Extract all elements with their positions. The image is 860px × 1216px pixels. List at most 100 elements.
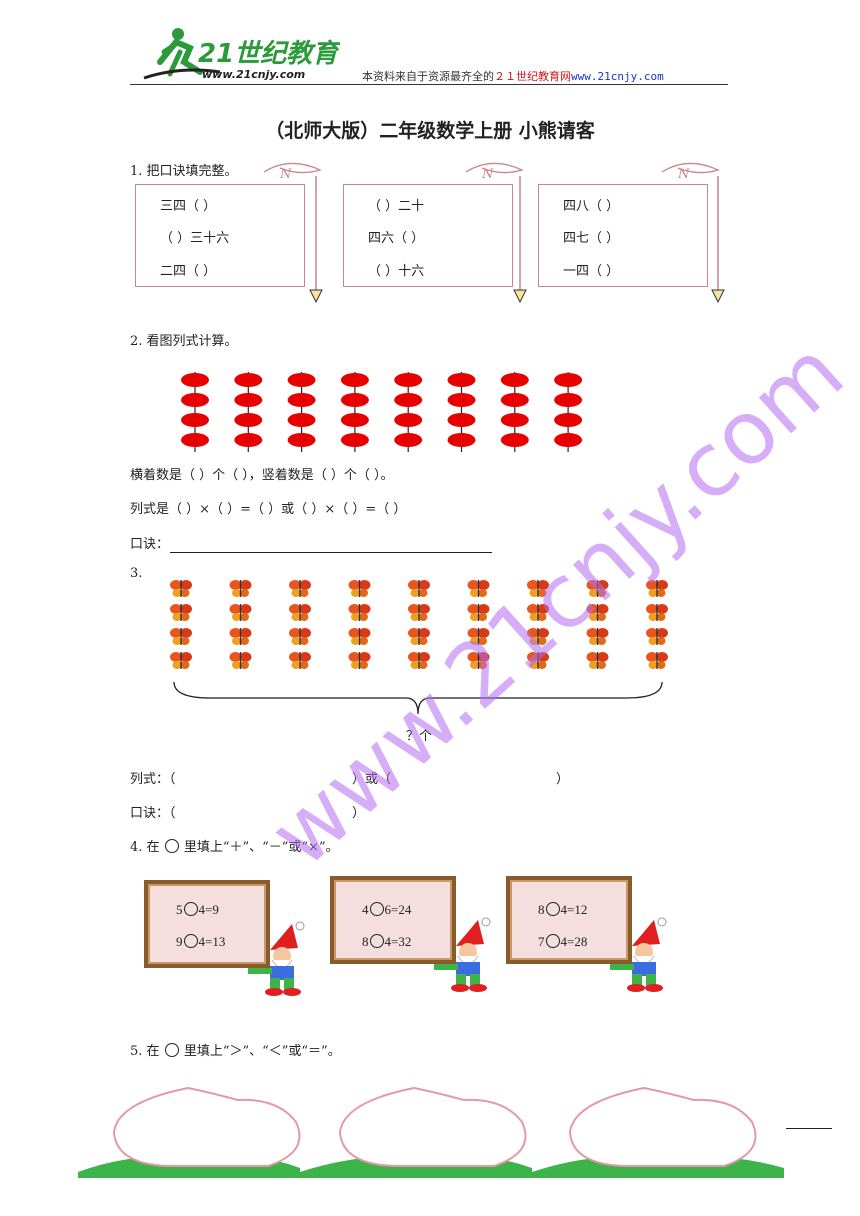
q5-label-a: 5. 在	[130, 1044, 160, 1059]
bead	[287, 373, 316, 387]
bead	[447, 413, 476, 427]
peach-1	[78, 1086, 301, 1178]
bead	[394, 373, 423, 387]
butterfly-icon	[527, 580, 549, 597]
q3-formula-close: ）	[556, 772, 570, 787]
answer-circle[interactable]	[183, 934, 198, 948]
bead	[340, 413, 369, 427]
answer-circle[interactable]	[545, 902, 560, 916]
bead	[287, 413, 316, 427]
q1-label: 1. 把口诀填完整。	[130, 164, 238, 179]
butterfly-icon	[229, 604, 252, 621]
butterfly-icon	[586, 628, 609, 645]
circle-icon	[164, 839, 179, 853]
q2-line1: 横着数是（ ）个（ ），竖着数是（ ）个（ ）。	[130, 468, 394, 483]
butterfly-icon	[289, 628, 311, 645]
bead	[394, 393, 423, 407]
bead	[447, 393, 476, 407]
butterfly-icon	[170, 652, 192, 669]
note-box-1: 三四（ ） （ ）三十六 二四（ ）	[135, 184, 305, 287]
circle-icon	[164, 1043, 179, 1057]
logo-url: www.21cnjy.com	[202, 68, 305, 81]
butterfly-icon	[170, 604, 192, 621]
answer-circle[interactable]	[545, 934, 560, 948]
logo-text: 21世纪教育	[198, 39, 340, 69]
q3-label: 3.	[130, 566, 143, 581]
gnome-icon	[434, 917, 491, 992]
svg-text:N: N	[677, 167, 690, 182]
butterfly-icon	[348, 580, 371, 597]
bead	[500, 413, 529, 427]
page-title: （北师大版）二年级数学上册 小熊请客	[265, 120, 595, 142]
note-line: （ ）十六	[368, 264, 425, 279]
butterfly-icon	[170, 580, 192, 597]
header-divider	[130, 84, 728, 85]
bead	[500, 373, 529, 387]
butterfly-icon	[467, 580, 490, 597]
butterfly-icon	[408, 580, 430, 597]
note-line: 一四（ ）	[563, 264, 620, 279]
butterfly-icon	[467, 604, 490, 621]
note-box-3: 四八（ ） 四七（ ） 一四（ ）	[538, 184, 708, 287]
bead	[181, 413, 209, 427]
butterfly-icon	[229, 580, 252, 597]
bead	[500, 433, 529, 447]
butterfly-icon	[289, 580, 311, 597]
bead	[394, 413, 423, 427]
bead	[554, 433, 583, 447]
source-site-link[interactable]: ２１世纪教育网	[494, 70, 571, 83]
butterfly-icon	[586, 580, 609, 597]
q4-label-a: 4. 在	[130, 840, 160, 855]
answer-circle[interactable]	[369, 902, 384, 916]
q2-line3: 口诀：	[130, 537, 170, 552]
bead	[340, 373, 369, 387]
q3-formula-open: 列式：（	[130, 772, 176, 787]
butterfly-icon	[348, 652, 371, 669]
note-line: 四八（ ）	[563, 199, 620, 214]
butterfly-icon	[527, 652, 549, 669]
note-line: 四七（ ）	[563, 231, 620, 246]
q3-verse-close: ）	[352, 806, 366, 821]
butterfly-icon	[229, 628, 252, 645]
answer-circle[interactable]	[369, 934, 384, 948]
bead	[394, 433, 423, 447]
butterfly-icon	[408, 604, 430, 621]
answer-line[interactable]	[170, 552, 492, 553]
site-logo: 21世纪教育 www.21cnjy.com	[140, 22, 342, 84]
butterfly-icon	[646, 580, 668, 597]
gnome-icon	[610, 917, 667, 992]
q4-label: 4. 在 里填上“＋”、“－”或“×”。	[130, 836, 339, 855]
peach-2	[300, 1086, 532, 1178]
svg-text:N: N	[481, 167, 494, 182]
curly-brace	[173, 681, 663, 715]
note-line: （ ）二十	[368, 199, 425, 214]
bead-strings-figure	[181, 372, 583, 452]
note-line: （ ）三十六	[160, 231, 230, 246]
bead	[340, 433, 369, 447]
q3-verse-open: 口诀：（	[130, 806, 176, 821]
butterfly-icon	[348, 628, 371, 645]
answer-circle[interactable]	[183, 902, 198, 916]
bead	[554, 373, 583, 387]
q3-formula-or: ）或（	[352, 772, 392, 787]
svg-text:N: N	[279, 167, 292, 182]
butterfly-icon	[586, 604, 609, 621]
margin-line	[786, 1128, 832, 1129]
source-url-link[interactable]: www.21cnjy.com	[571, 70, 664, 83]
bead	[500, 393, 529, 407]
butterfly-grid-figure	[170, 580, 668, 669]
bead	[554, 393, 583, 407]
note-line: 二四（ ）	[160, 264, 217, 279]
butterfly-icon	[289, 652, 311, 669]
gnome-icon	[248, 921, 305, 996]
peach-3	[532, 1086, 784, 1178]
bead	[447, 433, 476, 447]
note-line: 三四（ ）	[160, 199, 217, 214]
bead	[234, 413, 263, 427]
q2-line2: 列式是（ ）×（ ）=（ ）或（ ）×（ ）=（ ）	[130, 502, 407, 517]
bead	[234, 393, 263, 407]
